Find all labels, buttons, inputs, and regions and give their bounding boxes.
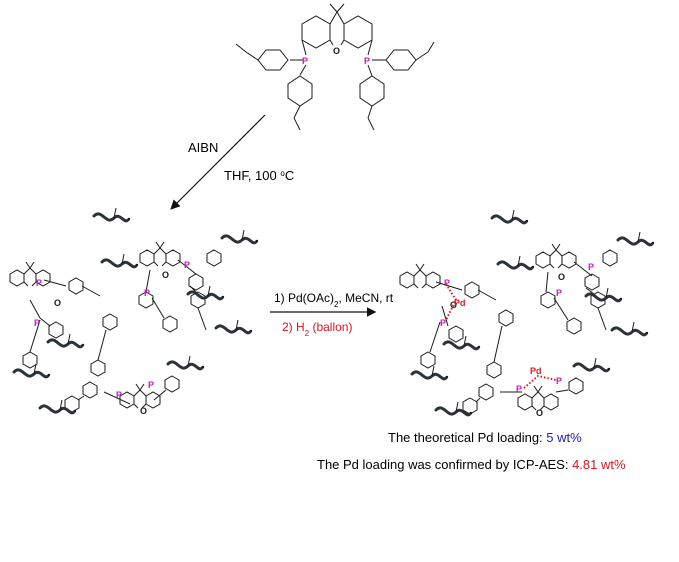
right-p-5: P (516, 384, 522, 394)
left-p-1: P (36, 278, 42, 288)
confirmed-loading-label: The Pd loading was confirmed by ICP-AES: (317, 457, 573, 472)
right-o-2: O (558, 272, 565, 282)
left-p-5: P (116, 390, 122, 400)
right-pd-1: Pd (454, 298, 466, 308)
right-pd-2: Pd (530, 366, 542, 376)
monomer-p-right: P (364, 56, 370, 66)
right-p-4: P (556, 288, 562, 298)
right-p-3: P (588, 262, 594, 272)
monomer-o: O (333, 46, 340, 56)
polymer-right (399, 208, 656, 417)
confirmed-loading-note: The Pd loading was confirmed by ICP-AES:… (317, 457, 626, 472)
arrow1-conditions: THF, 100 oC (224, 168, 294, 183)
right-p-2: P (440, 318, 446, 328)
left-o-3: O (140, 406, 147, 416)
theoretical-loading-label: The theoretical Pd loading: (388, 430, 547, 445)
left-p-2: P (34, 318, 40, 328)
right-p-1: P (444, 278, 450, 288)
right-o-3: O (536, 408, 543, 418)
polymer-left (9, 206, 260, 415)
left-p-3: P (184, 260, 190, 270)
left-o-2: O (162, 270, 169, 280)
theoretical-loading-value: 5 wt% (546, 430, 582, 445)
left-o-1: O (54, 298, 61, 308)
monomer-p-left: P (302, 56, 308, 66)
left-p-4: P (144, 288, 150, 298)
left-p-6: P (148, 380, 154, 390)
arrow2-step1: 1) Pd(OAc)2, MeCN, rt (274, 291, 394, 309)
confirmed-loading-value: 4.81 wt% (572, 457, 626, 472)
monomer-structure (235, 3, 435, 131)
reaction-arrow-1 (170, 114, 266, 210)
right-o-1: O (450, 300, 457, 310)
right-p-6: P (556, 376, 562, 386)
theoretical-loading-note: The theoretical Pd loading: 5 wt% (388, 430, 582, 445)
arrow2-step2: 2) H2 (ballon) (282, 320, 352, 338)
arrow1-reagent: AIBN (188, 140, 218, 155)
